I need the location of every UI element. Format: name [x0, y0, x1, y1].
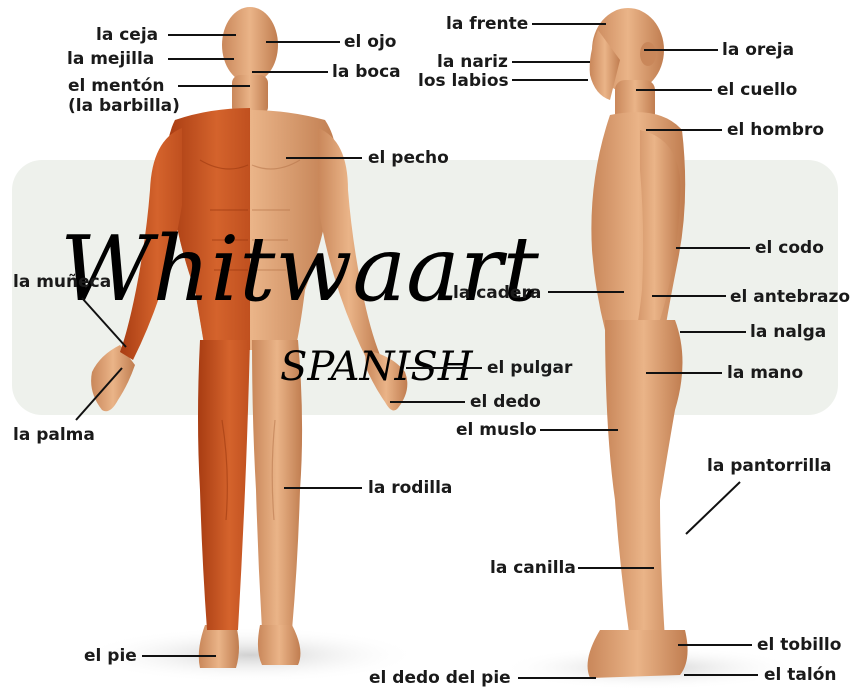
- label-muslo: el muslo: [456, 420, 537, 440]
- label-nalga: la nalga: [750, 322, 826, 342]
- label-hombro: el hombro: [727, 120, 824, 140]
- label-canilla: la canilla: [490, 558, 576, 578]
- label-codo: el codo: [755, 238, 824, 258]
- label-talon: el talón: [764, 665, 836, 685]
- label-rodilla: la rodilla: [368, 478, 452, 498]
- label-boca: la boca: [332, 62, 401, 82]
- label-mejilla: la mejilla: [67, 49, 154, 69]
- line-pantorrilla: [686, 482, 740, 534]
- label-ceja: la ceja: [96, 25, 158, 45]
- label-barbilla: (la barbilla): [68, 96, 180, 116]
- label-dedo-pie: el dedo del pie: [369, 668, 511, 688]
- label-ojo: el ojo: [344, 32, 396, 52]
- label-pie: el pie: [84, 646, 137, 666]
- label-frente: la frente: [446, 14, 528, 34]
- label-nariz: la nariz: [437, 52, 508, 72]
- label-mano: la mano: [727, 363, 803, 383]
- label-tobillo: el tobillo: [757, 635, 841, 655]
- label-menton: el mentón: [68, 76, 165, 96]
- label-cadera: la cadera: [453, 283, 541, 303]
- label-oreja: la oreja: [722, 40, 794, 60]
- label-cuello: el cuello: [717, 80, 797, 100]
- label-antebrazo: el antebrazo: [730, 287, 850, 307]
- label-palma: la palma: [13, 425, 95, 445]
- label-muneca: la muñeca: [13, 272, 111, 292]
- label-pulgar: el pulgar: [487, 358, 572, 378]
- label-pecho: el pecho: [368, 148, 449, 168]
- label-labios: los labios: [418, 71, 509, 91]
- label-dedo: el dedo: [470, 392, 541, 412]
- label-pantorrilla: la pantorrilla: [707, 456, 832, 476]
- watermark-brand: Whitwaart: [60, 217, 540, 322]
